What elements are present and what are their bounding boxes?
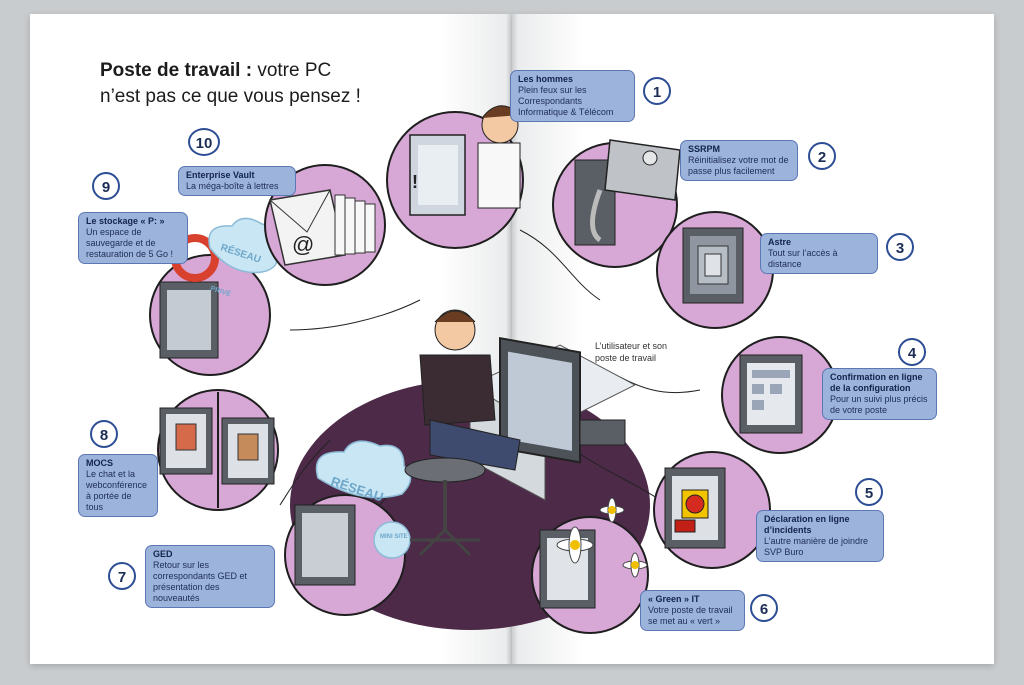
- number-9: 9: [92, 172, 120, 200]
- label-title: GED: [153, 549, 173, 559]
- title-line1-rest: votre PC: [252, 60, 332, 81]
- vignette-ged: RÉSEAU MINI SITE: [284, 440, 412, 616]
- number-1: 1: [643, 77, 671, 105]
- label-title: Les hommes: [518, 74, 574, 84]
- center-caption: L’utilisateur et son poste de travail: [595, 341, 668, 363]
- label-text: L’autre manière de joindre SVP Buro: [764, 536, 869, 557]
- at-sign-text: @: [292, 232, 314, 257]
- vignette-les-hommes: !: [386, 105, 524, 249]
- label-title: Déclaration en ligne d’incidents: [764, 514, 850, 535]
- label-green-it: « Green » IT Votre poste de travail se m…: [640, 590, 745, 631]
- vignette-ssrpm: [552, 139, 681, 268]
- label-title: « Green » IT: [648, 594, 700, 604]
- label-text: La méga-boîte à lettres: [186, 181, 279, 191]
- svg-text:!: !: [412, 172, 418, 192]
- mini-site-text: MINI SITE: [380, 534, 408, 540]
- number-2: 2: [808, 142, 836, 170]
- number-7: 7: [108, 562, 136, 590]
- vignette-astre: [656, 211, 774, 329]
- label-stockage: Le stockage « P: » Un espace de sauvegar…: [78, 212, 188, 264]
- page-title: Poste de travail : votre PC n’est pas ce…: [100, 58, 361, 110]
- label-incidents: Déclaration en ligne d’incidents L’autre…: [756, 510, 884, 562]
- label-title: Confirmation en ligne de la configuratio…: [830, 372, 923, 393]
- label-text: Retour sur les correspondants GED et pré…: [153, 560, 248, 603]
- label-title: SSRPM: [688, 144, 721, 154]
- label-text: Réinitialisez votre mot de passe plus fa…: [688, 155, 789, 176]
- number-6: 6: [750, 594, 778, 622]
- vignette-configuration: [721, 336, 839, 454]
- label-ged: GED Retour sur les correspondants GED et…: [145, 545, 275, 608]
- label-enterprise-vault: Enterprise Vault La méga-boîte à lettres: [178, 166, 296, 196]
- number-5: 5: [855, 478, 883, 506]
- label-text: Un espace de sauvegarde et de restaurati…: [86, 227, 174, 259]
- label-text: Pour un suivi plus précis de votre poste: [830, 394, 928, 415]
- label-astre: Astre Tout sur l’accès à distance: [760, 233, 878, 274]
- number-3: 3: [886, 233, 914, 261]
- label-configuration: Confirmation en ligne de la configuratio…: [822, 368, 937, 420]
- label-text: Plein feux sur les Correspondants Inform…: [518, 85, 614, 117]
- central-user-workstation: [404, 309, 637, 557]
- vignette-mocs: [157, 389, 279, 511]
- label-title: Enterprise Vault: [186, 170, 255, 180]
- vignette-green-it: [531, 497, 649, 634]
- label-text: Le chat et la webconférence à portée de …: [86, 469, 148, 512]
- number-4: 4: [898, 338, 926, 366]
- label-title: Le stockage « P: »: [86, 216, 165, 226]
- label-title: MOCS: [86, 458, 113, 468]
- title-line2: n’est pas ce que vous pensez !: [100, 86, 361, 107]
- number-10: 10: [188, 128, 220, 156]
- vignette-enterprise-vault: @: [264, 164, 386, 286]
- label-text: Votre poste de travail se met au « vert …: [648, 605, 733, 626]
- label-mocs: MOCS Le chat et la webconférence à porté…: [78, 454, 158, 517]
- vignette-incidents: [653, 451, 771, 569]
- label-text: Tout sur l’accès à distance: [768, 248, 838, 269]
- number-8: 8: [90, 420, 118, 448]
- label-title: Astre: [768, 237, 792, 247]
- label-les-hommes: Les hommes Plein feux sur les Correspond…: [510, 70, 635, 122]
- title-bold: Poste de travail :: [100, 60, 253, 81]
- label-ssrpm: SSRPM Réinitialisez votre mot de passe p…: [680, 140, 798, 181]
